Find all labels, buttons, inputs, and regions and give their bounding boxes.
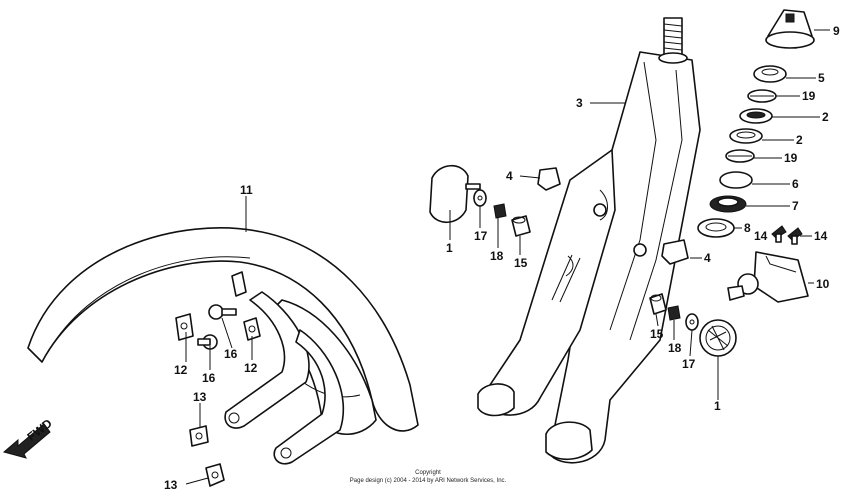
callout-14-right: 14 xyxy=(814,229,828,243)
washer-17-left xyxy=(473,189,487,207)
nut-18-left xyxy=(493,203,507,219)
screw-14-left xyxy=(771,225,787,243)
copyright-line-1: Copyright xyxy=(415,470,441,476)
race-2-lower xyxy=(729,128,763,144)
callout-18-right: 18 xyxy=(668,341,682,355)
stem-shaft xyxy=(658,17,688,64)
collar-15-right xyxy=(649,293,667,315)
leader-lines xyxy=(185,29,830,485)
callout-2-lower: 2 xyxy=(796,133,803,147)
bolt-16-upper xyxy=(208,304,237,320)
fender-stay-left xyxy=(224,271,310,429)
callout-1-left: 1 xyxy=(446,241,453,255)
callout-13-lower: 13 xyxy=(164,478,178,492)
washer-13-upper xyxy=(189,425,209,447)
callout-12-right: 12 xyxy=(244,361,258,375)
reflector-left xyxy=(429,164,481,224)
fwd-direction-arrow xyxy=(2,423,51,459)
washer-12-right xyxy=(243,317,261,341)
callout-6: 6 xyxy=(792,177,799,191)
washer-17-right xyxy=(685,313,699,331)
cone-5 xyxy=(753,65,787,83)
cap-nut-4-right xyxy=(661,239,689,265)
bearing-19-upper xyxy=(747,89,777,103)
callout-labels: 11 12 16 16 12 13 13 1 17 18 15 4 3 4 15… xyxy=(164,24,840,492)
callout-15-right: 15 xyxy=(650,327,664,341)
callout-17-right: 17 xyxy=(682,357,696,371)
callout-5: 5 xyxy=(818,71,825,85)
callout-3: 3 xyxy=(576,96,583,110)
ignition-switch xyxy=(727,251,809,303)
callout-12-left: 12 xyxy=(174,363,188,377)
seal-7 xyxy=(709,195,747,213)
steering-stem xyxy=(477,51,701,464)
callout-1-right: 1 xyxy=(714,399,721,413)
cone-6 xyxy=(719,171,753,189)
copyright-line-2: Page design (c) 2004 - 2014 by ARI Netwo… xyxy=(350,478,507,484)
race-2-upper xyxy=(739,108,773,124)
callout-2-upper: 2 xyxy=(822,110,829,124)
callout-9: 9 xyxy=(833,24,840,38)
bearing-19-lower xyxy=(725,149,755,163)
reflector-right xyxy=(699,319,737,357)
callout-4-left: 4 xyxy=(506,169,513,183)
callout-18-left: 18 xyxy=(490,249,504,263)
callout-7: 7 xyxy=(792,199,799,213)
callout-17-left: 17 xyxy=(474,229,488,243)
collar-15-left xyxy=(511,215,531,237)
washer-13-lower xyxy=(205,463,225,487)
callout-15-left: 15 xyxy=(514,256,528,270)
nut-18-right xyxy=(667,305,681,321)
callout-16-upper: 16 xyxy=(224,347,238,361)
cap-nut-4-left xyxy=(537,167,561,191)
washer-12-left xyxy=(175,313,194,341)
callout-4-right: 4 xyxy=(704,251,711,265)
nut-9 xyxy=(765,9,815,49)
callout-10: 10 xyxy=(816,277,830,291)
callout-11: 11 xyxy=(240,183,253,197)
bolt-16-lower xyxy=(197,334,218,350)
seal-8 xyxy=(697,218,735,238)
callout-14-left: 14 xyxy=(754,229,768,243)
callout-13-upper: 13 xyxy=(193,390,207,404)
fender-stay-right xyxy=(273,329,345,465)
callout-16-lower: 16 xyxy=(202,371,216,385)
front-fender xyxy=(27,227,419,435)
callout-8: 8 xyxy=(744,221,751,235)
screw-14-right xyxy=(787,227,803,245)
callout-19-upper: 19 xyxy=(802,89,816,103)
callout-19-lower: 19 xyxy=(784,151,798,165)
